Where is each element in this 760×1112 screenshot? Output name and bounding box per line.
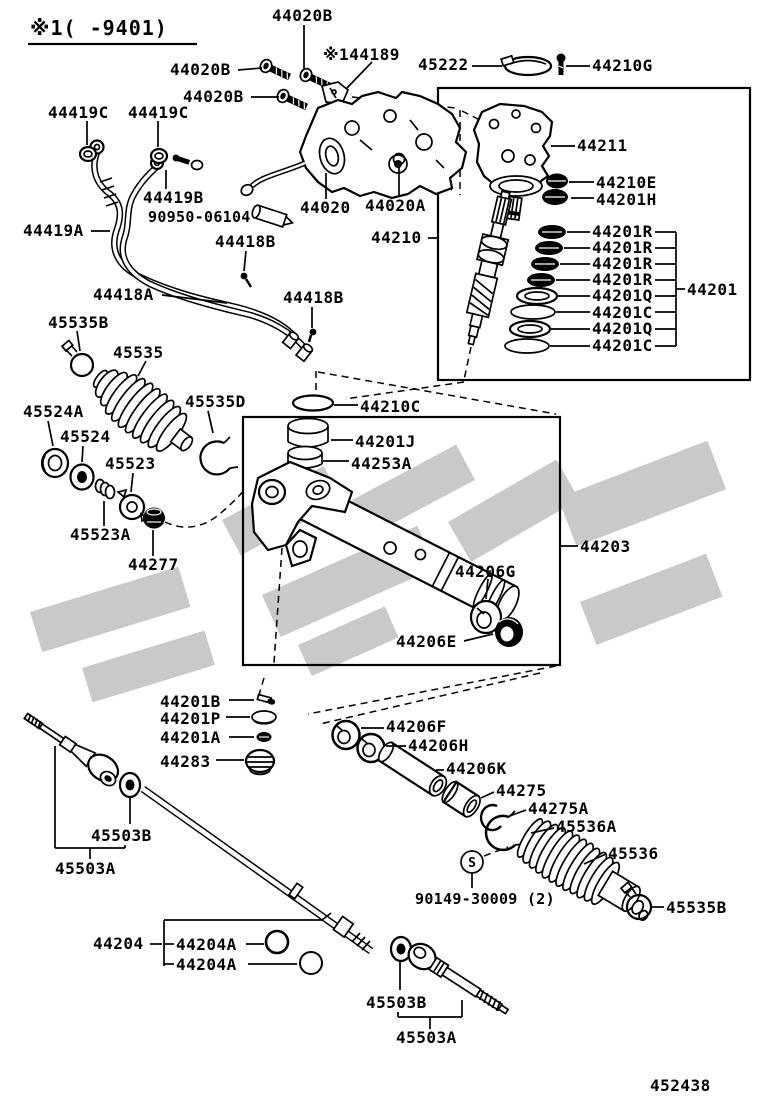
part-label-44277: 44277: [128, 555, 179, 574]
pinion-shaft-drawing: [465, 190, 513, 346]
sub-assembly-box-44210: [436, 86, 752, 382]
part-label-44253a: 44253A: [351, 454, 412, 473]
part-label-44201: 44201: [687, 280, 738, 299]
part-label-44020b-3: 44020B: [183, 87, 244, 106]
part-label-44204a-1: 44204A: [176, 935, 237, 954]
part-label-45222: 45222: [418, 55, 469, 74]
part-label-45503a-2: 45503A: [396, 1028, 457, 1047]
part-label-45536: 45536: [608, 844, 659, 863]
part-label-44206e: 44206E: [396, 632, 457, 651]
pressure-pipes-drawing: [78, 139, 317, 363]
part-label-45503a-1: 45503A: [55, 859, 116, 878]
part-label-44020b-1: 44020B: [272, 6, 333, 25]
seal-rings-drawing: [504, 173, 568, 354]
part-label-44419a: 44419A: [23, 221, 84, 240]
part-label-44210g: 44210G: [592, 56, 653, 75]
part-label-45535b-right: 45535B: [666, 898, 727, 917]
boot-left-drawing: [92, 369, 194, 453]
part-label-44020a: 44020A: [365, 196, 426, 215]
part-label-44206k: 44206K: [446, 759, 507, 778]
part-label-44201q-2: 44201Q: [592, 319, 653, 338]
mounting-bolts-drawing: [259, 53, 566, 111]
part-label-45524a: 45524A: [23, 402, 84, 421]
part-label-44206g: 44206G: [455, 562, 516, 581]
part-label-44203: 44203: [580, 537, 631, 556]
part-label-44283: 44283: [160, 752, 211, 771]
part-label-45535b-left: 45535B: [48, 313, 109, 332]
part-label-44419c-1: 44419C: [48, 103, 109, 122]
part-label-44419c-2: 44419C: [128, 103, 189, 122]
part-label-144189: ※144189: [323, 45, 400, 64]
tie-rod-right-drawing: [389, 935, 510, 1015]
part-label-44210c: 44210C: [360, 397, 421, 416]
note-applicability: ※1( -9401): [30, 16, 168, 40]
part-label-44201r-3: 44201R: [592, 254, 653, 273]
boot-right-drawing: [516, 818, 649, 922]
part-label-44201h: 44201H: [596, 190, 657, 209]
rack-shaft-drawing: [140, 785, 374, 955]
part-label-90950-06104: 90950-06104: [148, 208, 251, 226]
part-label-44201j: 44201J: [355, 432, 416, 451]
part-label-90149-30009: 90149-30009 (2): [415, 890, 555, 908]
part-label-44418b-2: 44418B: [283, 288, 344, 307]
part-label-45503b-2: 45503B: [366, 993, 427, 1012]
part-label-44211: 44211: [577, 136, 628, 155]
part-label-44210e: 44210E: [596, 173, 657, 192]
part-label-44206h: 44206H: [408, 736, 469, 755]
part-label-44275a: 44275A: [528, 799, 589, 818]
standard-part-s: S: [468, 856, 476, 871]
part-label-45535d: 45535D: [185, 392, 246, 411]
part-label-45524: 45524: [60, 427, 111, 446]
part-label-44204a-2: 44204A: [176, 955, 237, 974]
part-label-44201p: 44201P: [160, 709, 221, 728]
part-label-44204: 44204: [93, 934, 144, 953]
part-label-45503b-1: 45503B: [91, 826, 152, 845]
pump-assembly-drawing: [240, 90, 468, 200]
part-labels: ※1( -9401) 44020B 44020B 44020B ※144189 …: [23, 6, 738, 1095]
part-label-44275: 44275: [496, 781, 547, 800]
part-label-45523: 45523: [105, 454, 156, 473]
part-label-44201r-2: 44201R: [592, 238, 653, 257]
rack-stopper-parts-drawing: [244, 693, 524, 852]
mount-grommets-drawing: [264, 929, 323, 975]
part-label-44419b: 44419B: [143, 188, 204, 207]
part-label-44201a: 44201A: [160, 728, 221, 747]
part-label-44418a: 44418A: [93, 285, 154, 304]
part-label-44418b-1: 44418B: [215, 232, 276, 251]
standard-part-symbol: S: [460, 850, 484, 888]
part-label-44201b: 44201B: [160, 692, 221, 711]
part-label-44201q-1: 44201Q: [592, 286, 653, 305]
part-label-45535: 45535: [113, 343, 164, 362]
figure-number: 452438: [650, 1076, 711, 1095]
tie-rod-left-drawing: [23, 712, 142, 799]
rack-guide-parts-drawing: [40, 436, 239, 529]
part-label-44201c-2: 44201C: [592, 336, 653, 355]
part-label-44020b-2: 44020B: [170, 60, 231, 79]
boot-clamp-left-drawing: [60, 339, 95, 378]
leader-lines: [47, 25, 685, 1029]
sub-assembly-box-44203: [241, 415, 562, 667]
rack-housing-drawing: [250, 394, 523, 647]
part-label-45523a: 45523A: [70, 525, 131, 544]
part-label-45536a: 45536A: [556, 817, 617, 836]
part-label-44206f: 44206F: [386, 717, 447, 736]
boot-clamp-right-drawing: [619, 881, 653, 921]
part-label-44210: 44210: [371, 228, 422, 247]
part-label-44201r-1: 44201R: [592, 222, 653, 241]
valve-housing-drawing: [472, 102, 554, 221]
part-label-44020: 44020: [300, 198, 351, 217]
part-label-44201r-4: 44201R: [592, 270, 653, 289]
part-label-44201c-1: 44201C: [592, 303, 653, 322]
